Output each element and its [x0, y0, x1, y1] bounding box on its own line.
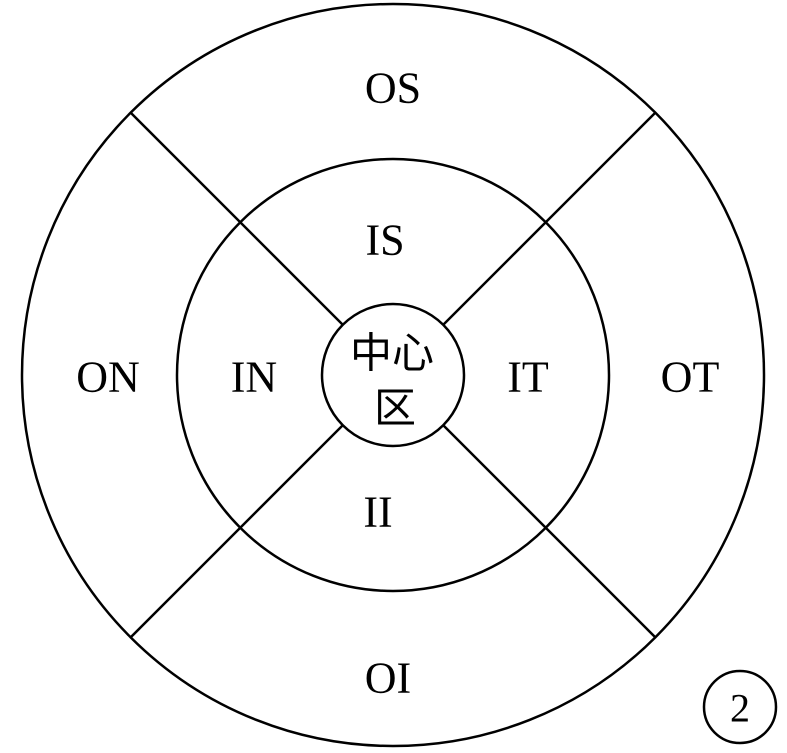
outer-superior-label: OS — [365, 64, 421, 113]
figure-number-circle — [702, 669, 778, 745]
outer-nasal-label: ON — [76, 353, 140, 402]
divider-lower-right — [442, 424, 656, 638]
figure-number-text: 2 — [730, 686, 750, 731]
figure-number-badge: 2 — [702, 669, 778, 745]
divider-upper-left — [130, 112, 344, 326]
center-label-line2: 区 — [374, 384, 416, 433]
inner-temporal-label: IT — [507, 353, 549, 402]
inner-inferior-label: II — [363, 488, 392, 537]
outer-inferior-label: OI — [365, 654, 411, 703]
inner-nasal-label: IN — [231, 353, 277, 402]
inner-ring — [175, 157, 611, 593]
inner-superior-label: IS — [365, 216, 404, 265]
center-ring — [320, 302, 466, 448]
divider-upper-right — [442, 112, 656, 326]
divider-lower-left — [130, 424, 344, 638]
center-label-line1: 中心 — [350, 329, 434, 378]
outer-ring — [20, 2, 766, 748]
outer-temporal-label: OT — [661, 353, 720, 402]
